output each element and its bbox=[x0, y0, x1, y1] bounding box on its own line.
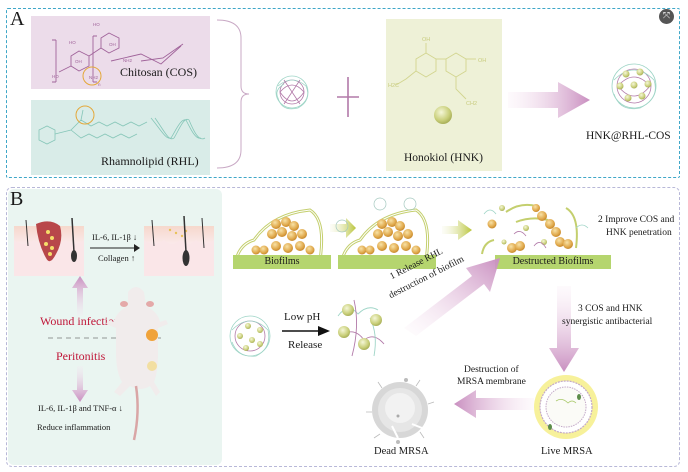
biofilm-intact-icon bbox=[234, 208, 324, 261]
chem-label: CH2 bbox=[466, 101, 477, 107]
destructed-biofilm-icon bbox=[481, 203, 589, 255]
step3-arrow-icon bbox=[549, 286, 579, 372]
chem-label: HO bbox=[69, 40, 76, 45]
plus-icon bbox=[337, 77, 359, 117]
chem-label: n bbox=[98, 82, 101, 87]
chem-label: NH2 bbox=[89, 75, 98, 80]
wound-up-arrow-icon bbox=[72, 276, 88, 316]
loaded-nanoparticle-icon bbox=[229, 315, 271, 357]
green-arrow-icon bbox=[442, 220, 472, 240]
skin-effect-bottom: Collagen ↑ bbox=[98, 253, 136, 263]
panel-a-label: A bbox=[10, 8, 25, 30]
chitosan-structure-icon: HO HO OH OH HO NH2 NH2 n bbox=[52, 22, 184, 87]
step2-line1: 2 Improve COS and bbox=[598, 215, 675, 225]
chem-label: OH bbox=[109, 42, 116, 47]
dead-mrsa-label: Dead MRSA bbox=[374, 446, 429, 457]
skin-effect-top: IL-6, IL-1β ↓ bbox=[92, 232, 138, 242]
chitosan-card: HO HO OH OH HO NH2 NH2 n Chitosan (COS) bbox=[31, 16, 210, 89]
honokiol-sphere-icon bbox=[434, 106, 452, 124]
step1-arrow-icon bbox=[404, 258, 500, 336]
brace-icon bbox=[216, 19, 250, 169]
chem-label: OH bbox=[422, 37, 430, 43]
mouse-icon bbox=[106, 287, 168, 441]
low-ph-label: Low pH bbox=[284, 311, 321, 323]
destructed-biofilms-label: Destructed Biofilms bbox=[512, 256, 594, 267]
release-label: Release bbox=[288, 339, 323, 351]
expand-icon[interactable]: ⤧ bbox=[659, 9, 674, 24]
step3-line2: synergistic antibacterial bbox=[562, 317, 653, 327]
live-mrsa-icon bbox=[534, 375, 598, 439]
biofilm-stage-icons bbox=[234, 197, 430, 261]
release-arrow-icon bbox=[282, 326, 330, 336]
cytokines-label: IL-6, IL-1β and TNF-α ↓ bbox=[38, 403, 123, 413]
rhamnolipid-structure-icon bbox=[38, 105, 206, 145]
infected-skin-icon bbox=[14, 217, 84, 276]
wound-infection-label: Wound infection bbox=[40, 314, 121, 328]
dead-mrsa-icon bbox=[366, 378, 435, 444]
membrane-arrow-icon bbox=[454, 390, 534, 418]
biofilm-base-2 bbox=[338, 255, 436, 269]
chem-label: HO bbox=[93, 22, 100, 27]
bacteria-cluster-icon bbox=[146, 329, 158, 341]
biofilm-with-nanoparticles-icon bbox=[335, 197, 430, 261]
step2-line2: HNK penetration bbox=[606, 228, 672, 238]
biofilm-base: Biofilms bbox=[233, 255, 331, 269]
rhl-cos-nanoparticle-icon bbox=[275, 75, 309, 110]
chem-label: H2C bbox=[388, 83, 399, 89]
rhamnolipid-card: Rhamnolipid (RHL) bbox=[31, 100, 210, 175]
chem-label: NH2 bbox=[123, 58, 132, 63]
synthesis-arrow-icon bbox=[508, 82, 590, 118]
panel-b-label: B bbox=[10, 188, 24, 210]
live-mrsa-label: Live MRSA bbox=[541, 446, 593, 457]
hnk-rhl-cos-nanoparticle-icon bbox=[611, 63, 657, 110]
biofilms-label: Biofilms bbox=[264, 256, 300, 267]
destructed-biofilm-base: Destructed Biofilms bbox=[495, 255, 611, 269]
healing-arrow-icon bbox=[90, 244, 140, 252]
membrane-line2: MRSA membrane bbox=[457, 377, 526, 387]
rhamnolipid-label: Rhamnolipid (RHL) bbox=[101, 154, 199, 168]
healed-skin-icon bbox=[144, 215, 214, 276]
honokiol-label: Honokiol (HNK) bbox=[404, 152, 483, 164]
honokiol-structure-icon: OH OH H2C CH2 bbox=[388, 37, 486, 124]
divider-dashed bbox=[48, 337, 163, 339]
step3-line1: 3 COS and HNK bbox=[578, 304, 643, 314]
chitosan-label: Chitosan (COS) bbox=[120, 65, 198, 79]
panel-a-frame bbox=[6, 8, 680, 178]
membrane-line1: Destruction of bbox=[464, 365, 519, 375]
peritonitis-down-arrow-icon bbox=[72, 366, 88, 402]
reduce-inflammation-label: Reduce inflammation bbox=[37, 422, 111, 432]
chem-label: OH bbox=[75, 59, 82, 64]
panel-b-frame bbox=[6, 187, 680, 467]
peritonitis-label: Peritonitis bbox=[56, 349, 106, 363]
chem-label: HO bbox=[52, 74, 59, 79]
honokiol-card: OH OH H2C CH2 Honokiol (HNK) bbox=[386, 19, 502, 171]
product-label: HNK@RHL-COS bbox=[586, 130, 671, 142]
chem-label: OH bbox=[478, 58, 486, 64]
released-components-icon bbox=[337, 299, 385, 357]
